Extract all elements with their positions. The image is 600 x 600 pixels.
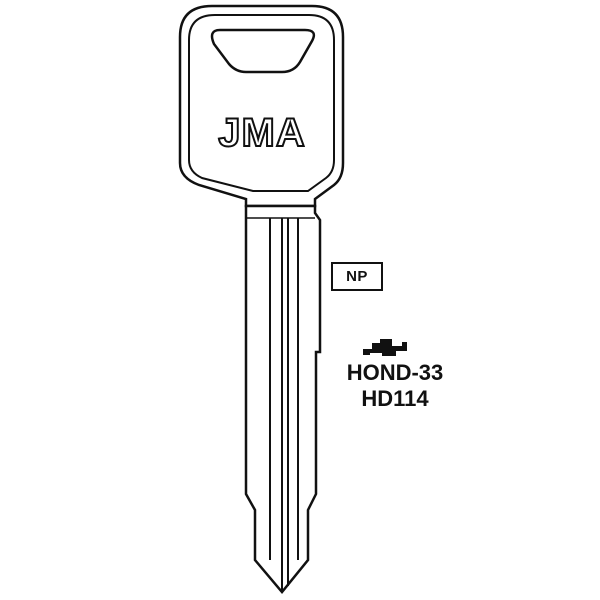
keyway-profile-icon: [363, 339, 407, 356]
brand-logo: JMA: [218, 111, 305, 155]
key-code-primary: HOND-33: [346, 360, 444, 385]
keyring-hole: [210, 28, 316, 74]
key-codes: HOND-33 HD114: [320, 360, 470, 412]
key-code-secondary: HD114: [361, 386, 429, 411]
key-head-inner-outline: [188, 14, 335, 192]
np-badge: NP: [331, 262, 383, 291]
